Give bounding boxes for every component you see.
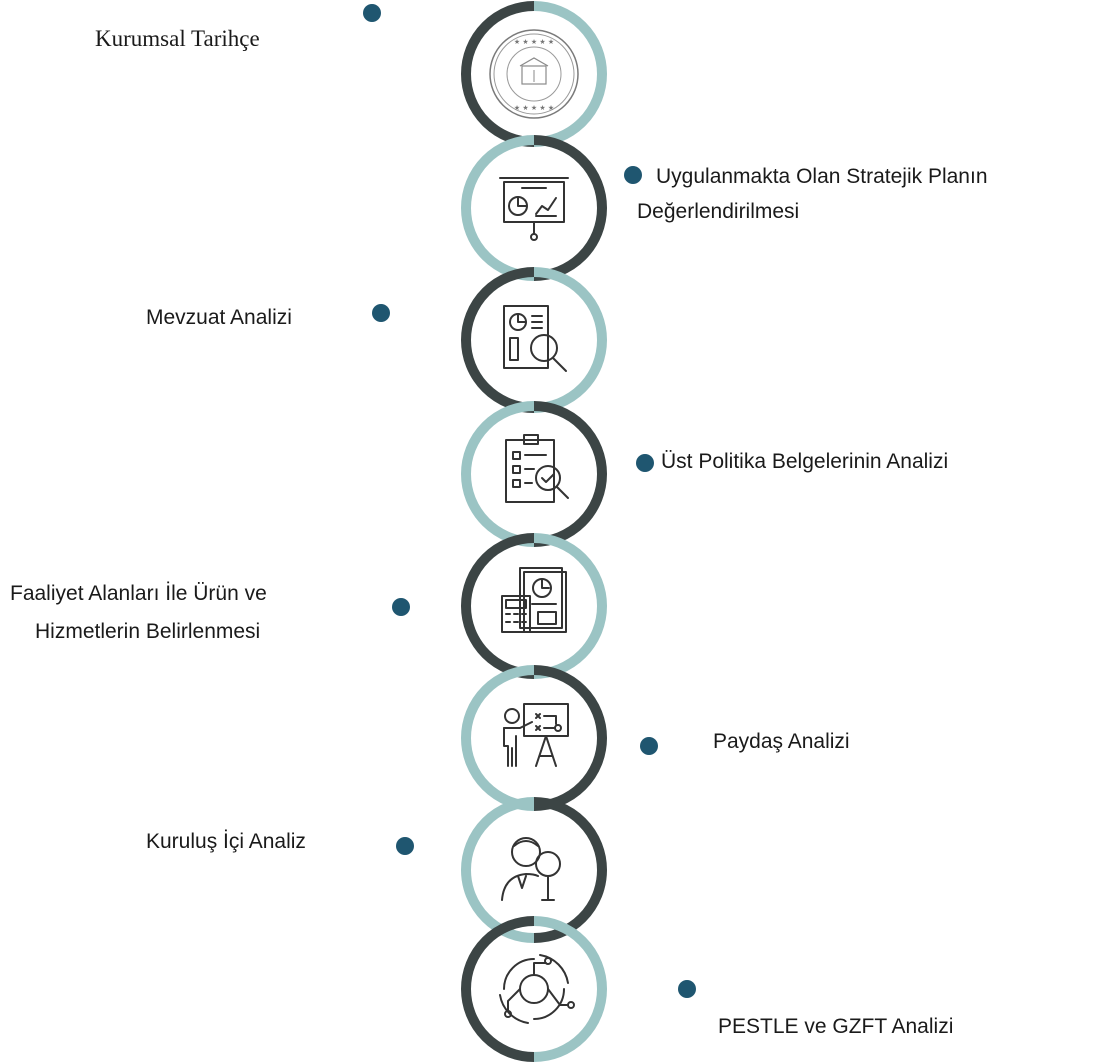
step-1-dot: [363, 4, 381, 22]
step-3-ring: [460, 266, 608, 414]
step-1-ring: ★ ★ ★ ★ ★ ★ ★ ★ ★ ★: [460, 0, 608, 148]
step-4-ring: [460, 400, 608, 548]
step-3-label: Mevzuat Analizi: [146, 306, 292, 329]
step-1-label: Kurumsal Tarihçe: [95, 26, 260, 51]
teacher-board-icon: [503, 703, 569, 767]
step-2-label-line2: Değerlendirilmesi: [637, 200, 800, 223]
step-5-label-line2: Hizmetlerin Belirlenmesi: [35, 620, 261, 643]
checklist-search-icon: [505, 434, 569, 503]
step-6-label: Paydaş Analizi: [713, 730, 850, 753]
step-6-ring: [460, 664, 608, 812]
step-5-dot: [392, 598, 410, 616]
step-2-ring: [460, 134, 608, 282]
step-5-label-line1: Faaliyet Alanları İle Ürün ve: [10, 582, 267, 605]
svg-text:★ ★ ★ ★ ★: ★ ★ ★ ★ ★: [514, 104, 554, 112]
presentation-chart-icon: [499, 177, 569, 241]
svg-text:★ ★ ★ ★ ★: ★ ★ ★ ★ ★: [514, 38, 554, 46]
step-2-label-line1: Uygulanmakta Olan Stratejik Planın: [656, 165, 988, 188]
calculator-report-icon: [501, 567, 567, 633]
step-7-dot: [396, 837, 414, 855]
step-4-label: Üst Politika Belgelerinin Analizi: [661, 450, 949, 473]
step-4-dot: [636, 454, 654, 472]
step-8-ring: [460, 915, 608, 1063]
step-5-ring: [460, 532, 608, 680]
emblem-icon: ★ ★ ★ ★ ★ ★ ★ ★ ★ ★: [489, 29, 579, 119]
step-6-dot: [640, 737, 658, 755]
step-8-label: PESTLE ve GZFT Analizi: [718, 1015, 954, 1038]
step-7-label: Kuruluş İçi Analiz: [146, 830, 306, 853]
step-3-dot: [372, 304, 390, 322]
document-search-icon: [503, 305, 567, 372]
person-search-icon: [501, 837, 561, 901]
cycle-analysis-icon: [499, 954, 575, 1024]
step-8-dot: [678, 980, 696, 998]
step-2-dot: [624, 166, 642, 184]
